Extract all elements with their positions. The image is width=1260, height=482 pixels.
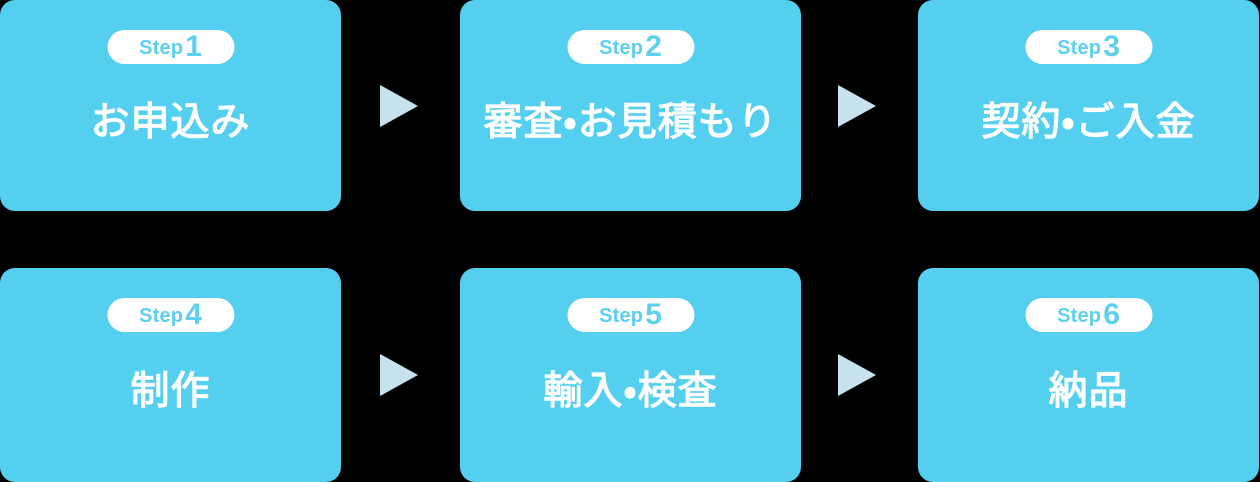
step-badge-label-3: Step	[1057, 37, 1102, 59]
step-title-4: 制作	[130, 370, 211, 413]
step-card-4[interactable]: Step 4 制作	[0, 268, 341, 482]
step-card-3[interactable]: Step 3 契約・ご入金	[918, 0, 1259, 211]
step-badge-label-2: Step	[599, 37, 644, 59]
step-badge-3: Step 3	[1025, 30, 1152, 64]
step-badge-6: Step 6	[1025, 298, 1152, 332]
step-card-6[interactable]: Step 6 納品	[918, 268, 1259, 482]
step-title-2: 審査・お見積もり	[483, 100, 778, 144]
arrow-right-icon-step1-step2	[380, 85, 418, 127]
step-card-2[interactable]: Step 2 審査・お見積もり	[460, 0, 801, 211]
step-badge-number-1: 1	[185, 30, 202, 63]
arrow-right-icon-step2-step3	[838, 85, 876, 127]
step-title-5: 輸入・検査	[543, 370, 718, 413]
step-badge-label-6: Step	[1057, 305, 1102, 327]
step-badge-5: Step 5	[567, 298, 694, 332]
step-badge-1: Step 1	[107, 30, 234, 64]
step-badge-number-3: 3	[1103, 30, 1120, 63]
step-card-1[interactable]: Step 1 お申込み	[0, 0, 341, 211]
step-badge-2: Step 2	[567, 30, 694, 64]
step-title-1: お申込み	[90, 100, 251, 144]
arrow-right-icon-step4-step5	[380, 354, 418, 396]
step-badge-label-1: Step	[139, 37, 184, 59]
step-badge-number-6: 6	[1103, 298, 1120, 331]
step-badge-number-2: 2	[645, 30, 662, 63]
step-title-3: 契約・ご入金	[981, 100, 1196, 144]
arrow-right-icon-step5-step6	[838, 354, 876, 396]
step-title-6: 納品	[1048, 370, 1129, 413]
step-card-5[interactable]: Step 5 輸入・検査	[460, 268, 801, 482]
step-badge-label-5: Step	[599, 305, 644, 327]
step-badge-number-5: 5	[645, 298, 662, 331]
step-badge-label-4: Step	[139, 305, 184, 327]
step-badge-4: Step 4	[107, 298, 234, 332]
step-badge-number-4: 4	[185, 298, 202, 331]
